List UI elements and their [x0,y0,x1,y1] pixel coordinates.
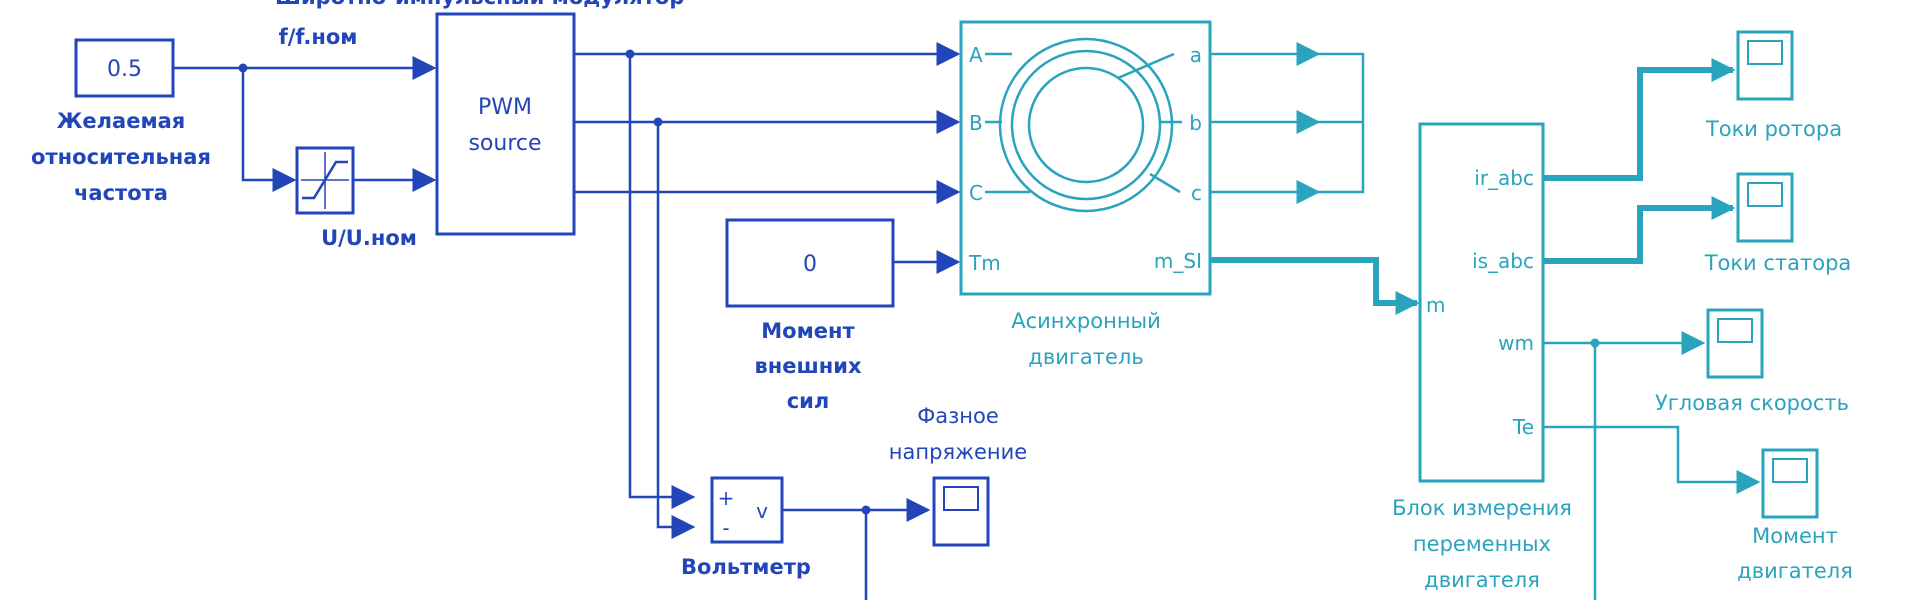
caption-line: Асинхронный [1011,309,1161,333]
caption-line: внешних [754,354,862,378]
wire-tap-b-to-voltmeter[interactable] [656,122,696,539]
scope-angular-speed[interactable] [1706,308,1764,379]
port-label: ir_abc [1474,166,1534,190]
caption-line: двигатель [1028,345,1143,369]
scope-caption: двигателя [1737,559,1853,583]
port-label: is_abc [1472,249,1534,273]
bus-msi-to-measurement[interactable] [1210,257,1420,315]
freq-signal-label: f/f.ном [279,25,358,49]
scope-caption: Токи статора [1704,251,1852,275]
junction-dot [861,505,871,515]
measurement-caption: Блок измерения переменных двигателя [1392,496,1572,592]
scope-rotor-currents[interactable] [1736,30,1794,101]
pwm-source-block[interactable]: PWM source [435,12,576,236]
teal-bus-lines [1210,58,1736,315]
rotor-circle-icon [1027,66,1145,184]
phase-voltage-scope[interactable] [932,476,990,547]
constant-value: 0.5 [107,57,142,82]
scope-caption: Токи ротора [1705,117,1842,141]
port-label: m_SI [1154,249,1202,273]
wire-branch-to-saturation[interactable] [241,68,297,192]
scope-screen-icon [1772,458,1808,483]
caption-line: Желаемая [57,109,186,133]
junction-dot [1590,338,1600,348]
port-label: Tm [968,251,1001,275]
port-label: b [1189,111,1202,135]
voltmeter-block[interactable]: + - v [710,476,784,544]
voltmeter-minus: - [722,516,729,540]
port-label: B [969,111,983,135]
winding-lead [1117,52,1175,80]
voltage-signal-label: U/U.ном [321,226,417,250]
scope-screen-icon [1747,40,1783,65]
junction-dot [625,49,635,59]
scope-motor-torque-caption: Момент двигателя [1737,524,1853,583]
constant-caption: Желаемая относительная частота [31,109,211,205]
scope-caption: Угловая скорость [1655,391,1849,415]
measurement-block[interactable]: m ir_abc is_abc wm Te [1418,122,1545,483]
asynchronous-motor-block[interactable]: A B C Tm a b c m_SI [959,20,1212,296]
wire-te-to-scope[interactable] [1543,425,1761,494]
saturation-block[interactable] [295,146,355,215]
winding-leads [985,52,1182,194]
top-label-partial: Широтно-импульсный модулятор [275,0,684,9]
scope-motor-torque[interactable] [1761,448,1819,519]
constant-block-torque[interactable]: 0 [725,218,895,308]
port-label: C [969,181,983,205]
motor-caption: Асинхронный двигатель [1011,309,1161,369]
caption-line: Фазное [917,404,999,428]
caption-line: переменных [1413,532,1551,556]
caption-line: сил [787,389,830,413]
caption-line: частота [74,181,168,205]
caption-line: Блок измерения [1392,496,1572,520]
blue-junctions [238,49,871,515]
wire-tap-a-to-voltmeter[interactable] [628,54,696,509]
measurement-output-ports: ir_abc is_abc wm Te [1472,166,1534,439]
bus-ir-to-scope[interactable] [1543,58,1736,181]
bus-is-to-scope[interactable] [1543,196,1736,264]
stator-ring-icon [998,37,1174,213]
winding-lead [1149,172,1181,194]
teal-signal-lines [1210,42,1761,600]
constant-block-frequency[interactable]: 0.5 [74,38,175,98]
port-label: a [1190,43,1202,67]
phase-voltage-caption: Фазное напряжение [889,404,1027,464]
saturation-curve-icon [302,160,348,200]
voltmeter-symbol: v [756,499,768,523]
blue-signal-lines [173,42,961,600]
scope-screen-icon [1717,318,1753,343]
junction-dot [653,117,663,127]
motor-output-ports: a b c m_SI [1154,43,1202,273]
voltmeter-plus: + [718,486,735,510]
port-label: Te [1512,415,1534,439]
port-label: wm [1498,331,1534,355]
caption-line: двигателя [1424,568,1540,592]
torque-caption: Момент внешних сил [754,319,862,413]
stator-ring-icon [1010,49,1162,201]
scope-caption: Момент [1752,524,1838,548]
scope-stator-currents[interactable] [1736,172,1794,243]
junction-dot [238,63,248,73]
port-label: A [969,43,983,67]
torque-value: 0 [803,252,817,277]
scope-screen-icon [1747,182,1783,207]
port-label: m [1426,293,1445,317]
pwm-label-line2: source [468,131,541,156]
caption-line: Момент [761,319,855,343]
caption-line: относительная [31,145,211,169]
pwm-label-line1: PWM [478,95,532,120]
port-label: c [1191,181,1202,205]
caption-line: напряжение [889,440,1027,464]
motor-input-ports: A B C Tm [968,43,1001,275]
voltmeter-caption: Вольтметр [681,555,811,579]
scope-screen-icon [943,486,979,511]
